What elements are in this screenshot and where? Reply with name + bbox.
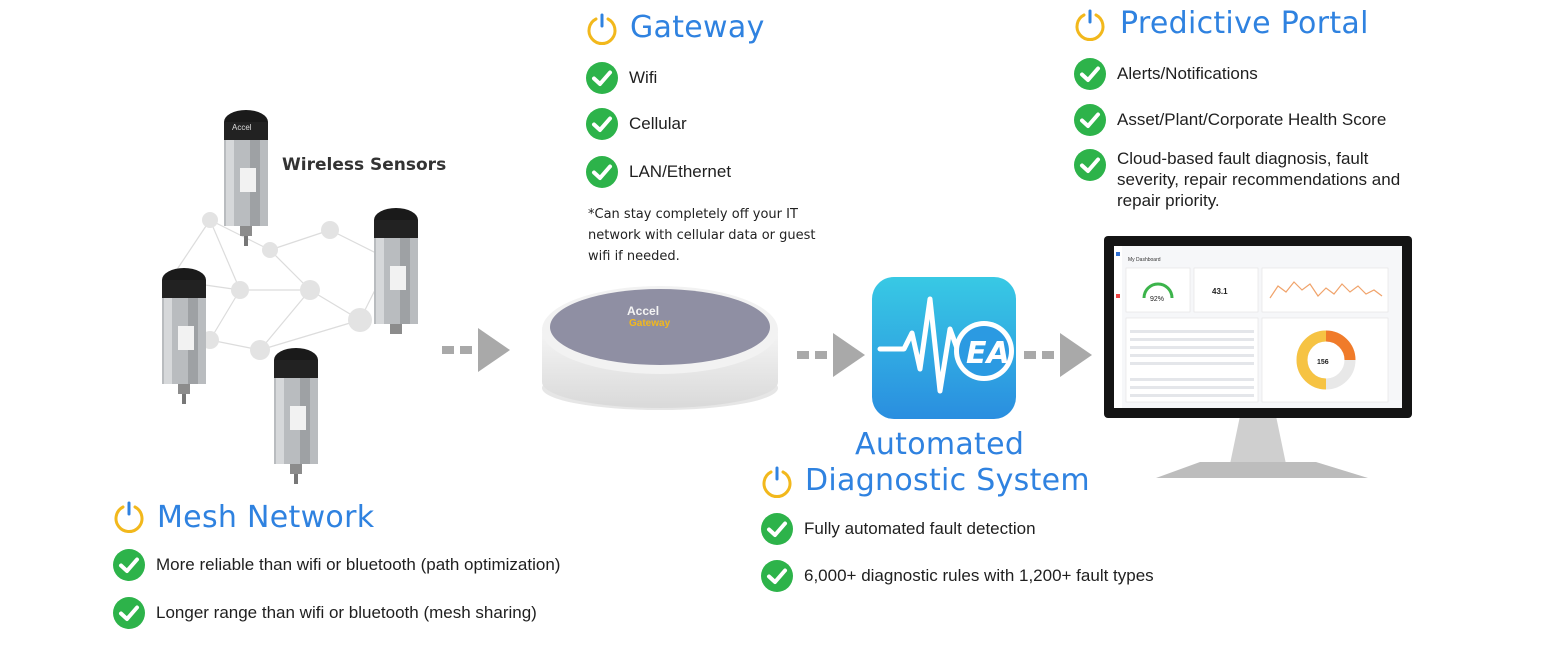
- portal-item: Alerts/Notifications: [1073, 57, 1258, 91]
- sensor-device: [270, 346, 322, 491]
- portal-item-label: Alerts/Notifications: [1117, 64, 1258, 83]
- gateway-note: *Can stay completely off your IT network…: [588, 207, 816, 264]
- sensor-device: [158, 266, 210, 411]
- check-icon: [1074, 149, 1106, 181]
- check-icon: [586, 108, 618, 140]
- gateway-item-label: LAN/Ethernet: [629, 162, 732, 181]
- gateway-item-label: Wifi: [629, 68, 658, 87]
- portal-item-label: Asset/Plant/Corporate Health Score: [1117, 110, 1387, 129]
- sensor-mesh-illustration: Accel: [140, 100, 440, 500]
- dashboard-count: 43.1: [1212, 287, 1228, 296]
- flow-arrow-icon: [1024, 333, 1092, 377]
- mesh-item: More reliable than wifi or bluetooth (pa…: [112, 548, 560, 582]
- gateway-item: Cellular: [585, 107, 687, 141]
- ea-logo-text: EA: [966, 336, 1010, 371]
- check-icon: [586, 156, 618, 188]
- check-icon: [1074, 104, 1106, 136]
- mesh-network-title: Mesh Network: [157, 500, 375, 535]
- gateway-device: Accel Gateway: [542, 286, 778, 410]
- portal-item: Cloud-based fault diagnosis, fault sever…: [1073, 148, 1433, 211]
- ads-item: 6,000+ diagnostic rules with 1,200+ faul…: [760, 559, 1154, 593]
- power-icon: [114, 501, 144, 534]
- mesh-item-label: More reliable than wifi or bluetooth (pa…: [156, 555, 561, 574]
- gateway-sub: Gateway: [629, 318, 671, 329]
- gateway-item: Wifi: [585, 61, 657, 95]
- check-icon: [113, 597, 145, 629]
- sensor-brand: Accel: [232, 123, 252, 132]
- mesh-item: Longer range than wifi or bluetooth (mes…: [112, 596, 537, 630]
- gateway-item: LAN/Ethernet: [585, 155, 731, 189]
- ads-title-line1: Automated: [855, 427, 1025, 462]
- power-icon: [587, 13, 617, 46]
- ea-logo: EA: [872, 277, 1016, 419]
- gateway-brand: Accel: [627, 304, 659, 318]
- check-icon: [586, 62, 618, 94]
- sensors-label: Wireless Sensors: [282, 155, 447, 175]
- power-icon: [762, 466, 792, 499]
- ads-item-label: 6,000+ diagnostic rules with 1,200+ faul…: [804, 566, 1154, 585]
- gateway-item-label: Cellular: [629, 114, 687, 133]
- sensor-device: Accel: [220, 108, 272, 253]
- flow-arrow-icon: [442, 328, 510, 372]
- ads-item-label: Fully automated fault detection: [804, 519, 1036, 538]
- portal-item: Asset/Plant/Corporate Health Score: [1073, 103, 1386, 137]
- power-icon: [1075, 9, 1105, 42]
- dashboard-donut-value: 156: [1317, 359, 1329, 366]
- check-icon: [761, 560, 793, 592]
- sensor-device: [370, 206, 422, 351]
- dashboard-health: 92%: [1150, 296, 1164, 303]
- flow-arrow-icon: [797, 333, 865, 377]
- check-icon: [761, 513, 793, 545]
- dashboard-heading: My Dashboard: [1128, 257, 1161, 263]
- portal-monitor: My Dashboard 92% 43.1 156: [1104, 236, 1412, 478]
- ads-item: Fully automated fault detection: [760, 512, 1036, 546]
- mesh-item-label: Longer range than wifi or bluetooth (mes…: [156, 603, 537, 622]
- gateway-title: Gateway: [630, 10, 765, 45]
- check-icon: [113, 549, 145, 581]
- check-icon: [1074, 58, 1106, 90]
- portal-item-label: Cloud-based fault diagnosis, fault sever…: [1117, 149, 1401, 210]
- ads-title-line2: Diagnostic System: [805, 463, 1090, 498]
- portal-title: Predictive Portal: [1120, 6, 1369, 41]
